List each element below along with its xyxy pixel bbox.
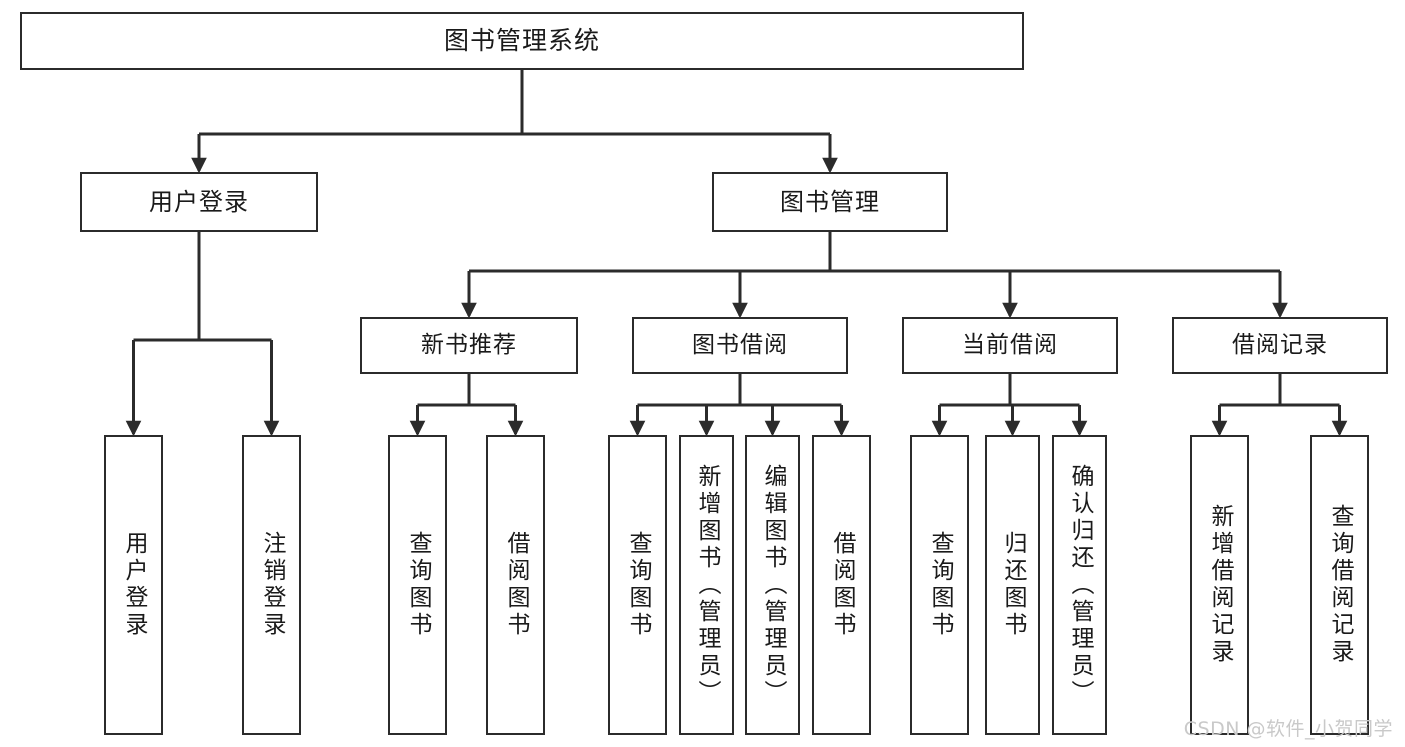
node-leaf-query-book-2[interactable]: 查询图书 xyxy=(608,435,667,735)
node-leaf-edit-book[interactable]: 编辑图书（管理员） xyxy=(745,435,800,735)
node-label: 查询图书 xyxy=(405,531,431,639)
node-label: 当前借阅 xyxy=(962,331,1058,358)
node-borrow-record[interactable]: 借阅记录 xyxy=(1172,317,1388,374)
node-label: 借阅图书 xyxy=(829,531,855,639)
node-book-manage[interactable]: 图书管理 xyxy=(712,172,948,232)
node-root[interactable]: 图书管理系统 xyxy=(20,12,1024,70)
node-label: 图书管理系统 xyxy=(443,26,600,56)
node-label: 归还图书 xyxy=(1000,531,1026,639)
node-label: 借阅记录 xyxy=(1232,331,1328,358)
node-label: 用户登录 xyxy=(149,187,249,216)
node-current-borrow[interactable]: 当前借阅 xyxy=(902,317,1118,374)
node-book-borrow[interactable]: 图书借阅 xyxy=(632,317,848,374)
node-label: 新增图书（管理员） xyxy=(694,463,720,707)
node-label: 图书管理 xyxy=(780,187,880,216)
node-leaf-confirm-return[interactable]: 确认归还（管理员） xyxy=(1052,435,1107,735)
node-label: 用户登录 xyxy=(121,531,147,639)
node-leaf-borrow-book-2[interactable]: 借阅图书 xyxy=(812,435,871,735)
node-label: 新书推荐 xyxy=(421,331,517,358)
node-label: 查询图书 xyxy=(927,531,953,639)
node-label: 新增借阅记录 xyxy=(1207,504,1233,666)
node-leaf-user-login[interactable]: 用户登录 xyxy=(104,435,163,735)
node-new-book-rec[interactable]: 新书推荐 xyxy=(360,317,578,374)
node-leaf-add-record[interactable]: 新增借阅记录 xyxy=(1190,435,1249,735)
node-label: 图书借阅 xyxy=(692,331,788,358)
node-leaf-query-record[interactable]: 查询借阅记录 xyxy=(1310,435,1369,735)
node-leaf-return-book[interactable]: 归还图书 xyxy=(985,435,1040,735)
node-label: 确认归还（管理员） xyxy=(1067,463,1093,707)
node-leaf-user-logout[interactable]: 注销登录 xyxy=(242,435,301,735)
node-label: 查询图书 xyxy=(625,531,651,639)
node-label: 编辑图书（管理员） xyxy=(760,463,786,707)
node-user-login[interactable]: 用户登录 xyxy=(80,172,318,232)
node-leaf-query-book-3[interactable]: 查询图书 xyxy=(910,435,969,735)
node-leaf-borrow-book-1[interactable]: 借阅图书 xyxy=(486,435,545,735)
watermark-label: CSDN @软件_小贺同学 xyxy=(1183,718,1393,740)
node-leaf-query-book-1[interactable]: 查询图书 xyxy=(388,435,447,735)
node-label: 查询借阅记录 xyxy=(1327,504,1353,666)
node-label: 借阅图书 xyxy=(503,531,529,639)
node-leaf-add-book[interactable]: 新增图书（管理员） xyxy=(679,435,734,735)
node-label: 注销登录 xyxy=(259,531,285,639)
